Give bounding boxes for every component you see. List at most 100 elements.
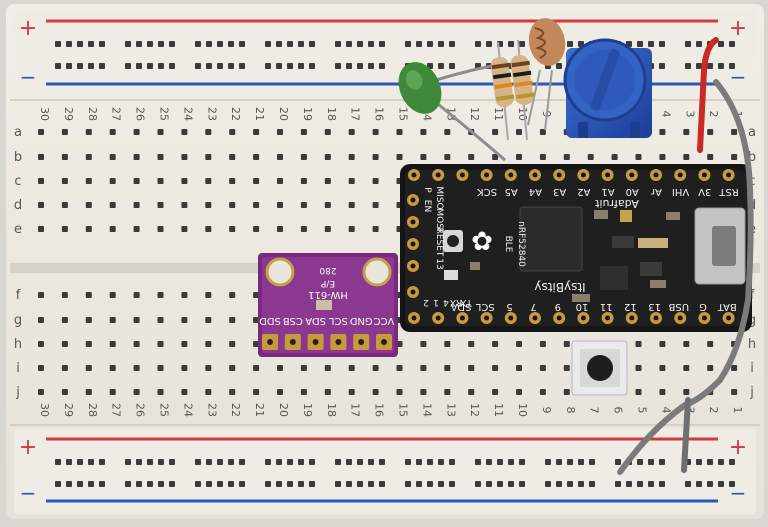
breadboard-hole — [229, 317, 236, 323]
breadboard-hole — [508, 41, 514, 47]
breadboard-hole — [229, 178, 236, 184]
breadboard-hole — [55, 459, 61, 465]
mcu-pin-hole — [508, 172, 514, 178]
mount-hole-left — [265, 257, 295, 287]
row-letter-left: f — [16, 288, 21, 303]
breadboard-hole — [38, 178, 44, 184]
sensor-pin-label: VCC — [374, 315, 395, 326]
breadboard-hole — [205, 129, 212, 135]
mcu-pin-pads — [407, 169, 735, 324]
breadboard-hole — [253, 292, 260, 298]
breadboard-hole — [427, 481, 433, 487]
breadboard-hole — [109, 365, 116, 371]
breadboard-hole — [136, 63, 142, 69]
breadboard-hole — [109, 341, 116, 347]
breadboard-hole — [567, 41, 573, 47]
mcu-row-label: RX — [450, 297, 462, 307]
breadboard-hole — [539, 341, 546, 347]
mcu-bottom-pin-label: SCL — [475, 301, 494, 312]
row-letter-left: j — [15, 385, 20, 400]
column-number-top: 29 — [62, 107, 75, 121]
breadboard-hole — [206, 481, 212, 487]
breadboard-hole — [109, 129, 116, 135]
breadboard-hole — [379, 481, 385, 487]
breadboard-hole — [416, 41, 422, 47]
rail-plus-tr: + — [729, 16, 747, 41]
column-number-top: 24 — [181, 107, 194, 121]
mcu-top-pin-label: A5 — [505, 186, 518, 197]
breadboard-hole — [420, 341, 427, 347]
breadboard-hole — [486, 459, 492, 465]
breadboard-hole — [61, 202, 68, 208]
breadboard-hole — [157, 365, 164, 371]
breadboard-hole — [85, 389, 92, 395]
breadboard-hole — [38, 202, 44, 208]
breadboard-hole — [157, 389, 164, 395]
breadboard-hole — [567, 481, 573, 487]
breadboard-hole — [348, 389, 355, 395]
rail-minus-tr: − — [730, 65, 747, 89]
mcu-left-pin-label: 13 — [434, 258, 444, 269]
breadboard-hole — [379, 41, 385, 47]
breadboard-hole — [346, 41, 352, 47]
breadboard-hole — [157, 341, 164, 347]
breadboard-hole — [475, 41, 481, 47]
breadboard-hole — [205, 202, 212, 208]
breadboard-hole — [396, 154, 403, 160]
breadboard-hole — [718, 481, 724, 487]
breadboard-hole — [563, 389, 570, 395]
breadboard-hole — [519, 41, 525, 47]
column-number-bottom: 21 — [253, 403, 266, 417]
breadboard-hole — [309, 41, 315, 47]
breadboard-hole — [637, 481, 643, 487]
breadboard-hole — [696, 63, 702, 69]
breadboard-hole — [229, 389, 236, 395]
breadboard-hole — [61, 129, 68, 135]
column-number-top: 20 — [277, 107, 290, 121]
column-number-bottom: 13 — [444, 403, 457, 417]
column-number-top: 26 — [134, 107, 147, 121]
breadboard-hole — [88, 481, 94, 487]
breadboard-hole — [516, 389, 522, 395]
breadboard-hole — [685, 481, 691, 487]
row-letter-right: h — [748, 337, 756, 352]
breadboard-hole — [468, 154, 475, 160]
breadboard-hole — [109, 154, 116, 160]
breadboard-hole — [61, 389, 68, 395]
sensor-pin-label: CSB — [283, 315, 303, 326]
mcu-model: ItsyBitsy — [534, 280, 585, 294]
breadboard-hole — [147, 41, 153, 47]
breadboard-hole — [731, 365, 738, 371]
breadboard-hole — [228, 459, 234, 465]
breadboard-hole — [357, 63, 363, 69]
breadboard-hole — [109, 317, 116, 323]
breadboard-hole — [147, 63, 153, 69]
mcu-pin-hole — [532, 315, 538, 321]
breadboard-hole — [38, 317, 44, 323]
column-number-top: 25 — [158, 107, 171, 121]
breadboard-hole — [309, 481, 315, 487]
column-number-bottom: 7 — [588, 407, 601, 414]
breadboard-hole — [556, 63, 562, 69]
breadboard-hole — [55, 63, 61, 69]
row-letter-left: i — [16, 361, 20, 376]
breadboard-hole — [229, 154, 236, 160]
mcu-pin-hole — [435, 172, 441, 178]
breadboard-hole — [539, 129, 546, 135]
mcu-pin-hole — [484, 172, 490, 178]
sensor-sub: E/P — [320, 278, 335, 288]
mcu-pin-hole — [484, 315, 490, 321]
breadboard-hole — [659, 41, 665, 47]
mcu-top-pin-label: Ar — [650, 186, 662, 197]
breadboard-hole — [416, 459, 422, 465]
ceramic-capacitor — [398, 62, 506, 162]
breadboard-hole — [169, 41, 175, 47]
breadboard-hole — [731, 389, 738, 395]
mcu-pin-hole — [701, 315, 707, 321]
breadboard-hole — [587, 154, 594, 160]
breadboard-hole — [61, 292, 68, 298]
breadboard-hole — [324, 389, 331, 395]
breadboard-hole — [217, 63, 223, 69]
breadboard-hole — [38, 226, 44, 232]
breadboard-hole — [205, 178, 212, 184]
